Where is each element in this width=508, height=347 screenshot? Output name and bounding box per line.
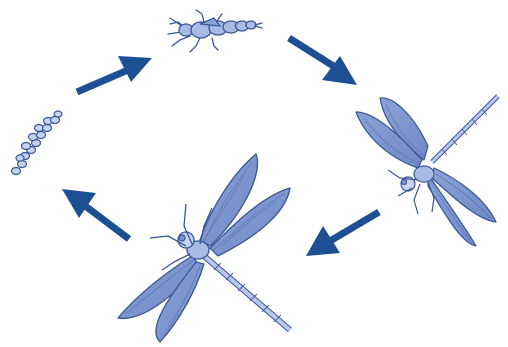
arrow-emerging-to-adult [306,212,379,256]
nymph-icon [168,10,262,52]
emerging-dragonfly-icon [356,96,498,246]
arrow-adult-to-eggs [62,189,129,239]
adult-dragonfly-icon [118,154,290,342]
arrow-eggs-to-nymph [77,56,152,92]
eggs-icon [12,111,63,175]
arrow-nymph-to-emerging [289,38,357,85]
